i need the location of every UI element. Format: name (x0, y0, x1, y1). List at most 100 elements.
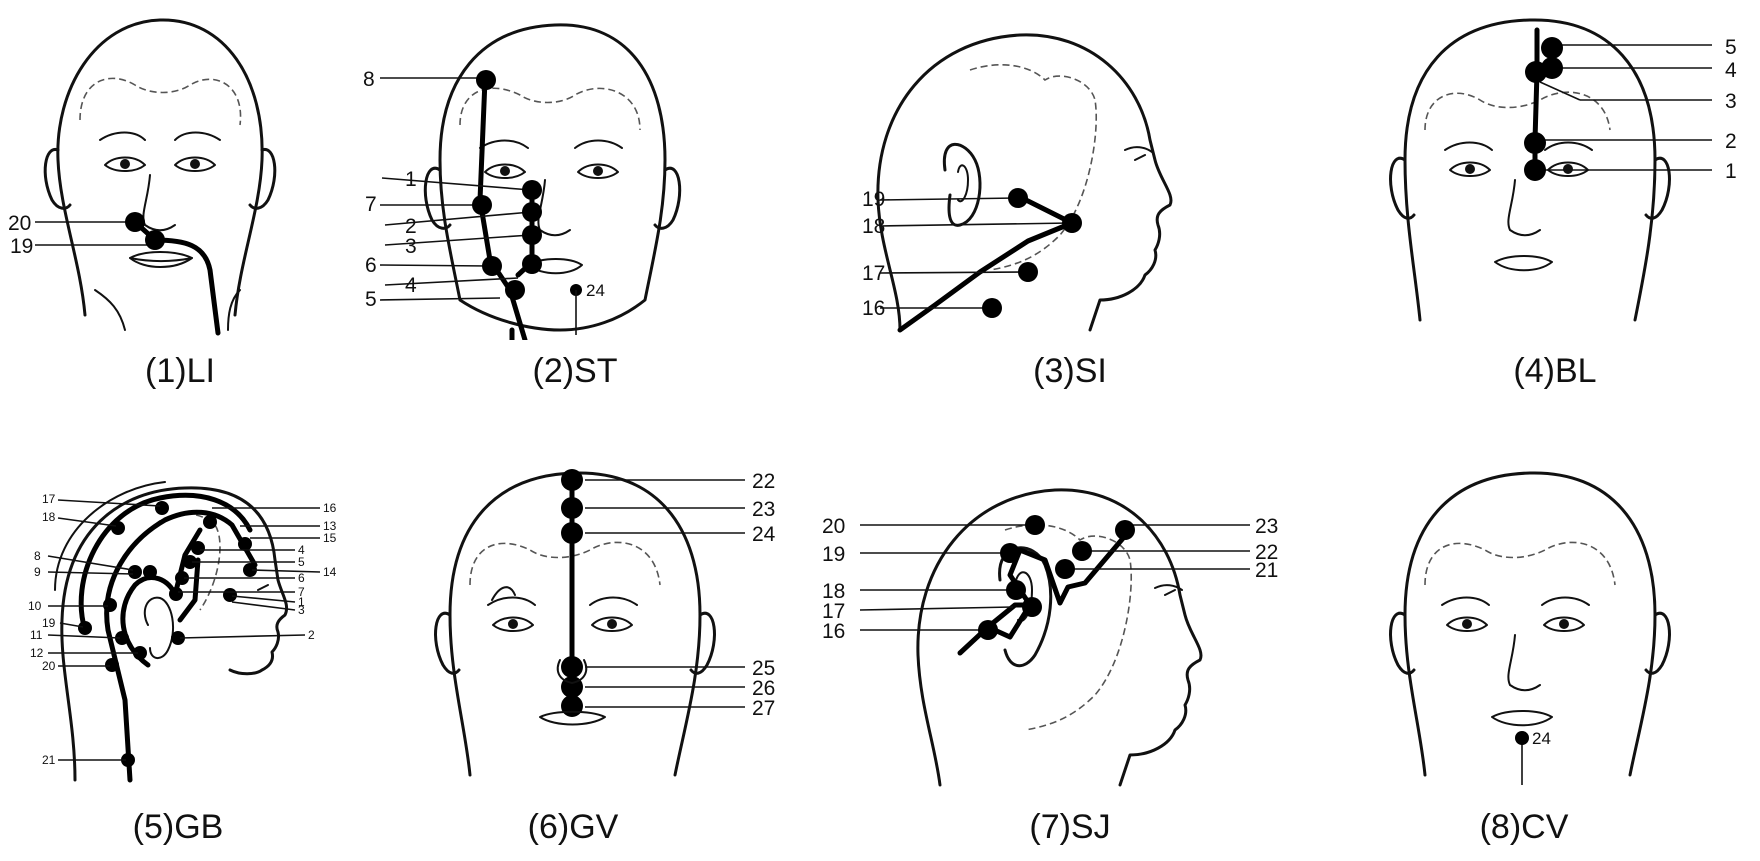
point-label: 23 (752, 498, 775, 521)
acupoint-marker (1025, 515, 1045, 535)
leader-line (384, 234, 532, 246)
point-label: 20 (822, 515, 845, 538)
acupoint-marker (561, 469, 583, 491)
panel-caption-si: (3)SI (1033, 352, 1107, 390)
panel-caption-li: (1)LI (145, 352, 215, 390)
acupoint-marker (145, 230, 165, 250)
acupoint-marker (1000, 543, 1020, 563)
point-label: 13 (323, 519, 337, 533)
point-label: 16 (862, 297, 885, 320)
point-label: 8 (34, 549, 41, 563)
panel-caption-bl: (4)BL (1513, 352, 1597, 390)
side-head-icon (916, 488, 1203, 787)
acupoint-marker (1022, 597, 1042, 617)
point-label: 3 (405, 235, 417, 258)
leader-line (859, 606, 1014, 611)
acupoint-marker (1524, 132, 1546, 154)
point-label: 11 (30, 628, 43, 642)
leader-line (384, 277, 519, 286)
gb-leader-lines (47, 499, 321, 761)
acupoint-marker (982, 298, 1002, 318)
gb-acupoints (78, 501, 257, 767)
acupoint-marker (978, 620, 998, 640)
leader-line (879, 222, 1072, 227)
acupoint-marker (1008, 188, 1028, 208)
point-label: 4 (298, 543, 305, 557)
point-label: 5 (365, 288, 377, 311)
acupoint-marker (1006, 580, 1026, 600)
point-label: 3 (298, 603, 305, 617)
leader-line (384, 211, 532, 226)
leader-line (879, 271, 1028, 274)
point-label: 6 (298, 571, 305, 585)
point-label: 1 (1725, 160, 1737, 183)
point-label: 21 (1255, 559, 1278, 582)
leader-line (379, 297, 501, 301)
acupoint-marker (1055, 559, 1075, 579)
point-label: 7 (365, 193, 377, 216)
point-label: 2 (405, 215, 417, 238)
front-head-icon (423, 23, 682, 332)
panel-li-illustration: 20 19 (8, 18, 277, 336)
point-label: 2 (1725, 130, 1737, 153)
point-label: 17 (42, 492, 56, 506)
acupoint-marker (522, 180, 542, 200)
point-label: 18 (42, 510, 56, 524)
acupoint-marker (476, 70, 496, 90)
point-label: 21 (42, 753, 56, 767)
acupoint-marker (561, 497, 583, 519)
point-label: 2 (308, 628, 315, 642)
point-label: 7 (298, 585, 305, 599)
point-label: 20 (8, 212, 31, 235)
point-label: 25 (752, 657, 775, 680)
point-label: 4 (1725, 59, 1737, 82)
acupoint-marker (1524, 159, 1546, 181)
acupoint-marker (561, 656, 583, 678)
point-label: 6 (365, 254, 377, 277)
acupoint-marker (472, 195, 492, 215)
point-label: 19 (10, 235, 33, 258)
point-label: 26 (752, 677, 775, 700)
point-label: 5 (298, 555, 305, 569)
point-label: 14 (323, 565, 337, 579)
point-label: 19 (862, 188, 885, 211)
point-label: 10 (28, 599, 42, 613)
point-label: 15 (323, 531, 337, 545)
panel-caption-sj: (7)SJ (1029, 808, 1111, 846)
point-label: 5 (1725, 36, 1737, 59)
panel-caption-st: (2)ST (532, 352, 618, 390)
acupoint-marker (1062, 213, 1082, 233)
point-label: 24 (586, 281, 605, 300)
acupoint-marker (1072, 541, 1092, 561)
acupoint-marker (522, 254, 542, 274)
point-label: 8 (363, 68, 375, 91)
panel-si-illustration: 19 18 17 16 (862, 33, 1173, 333)
point-label: 20 (42, 659, 56, 673)
point-label: 18 (822, 580, 845, 603)
front-head-icon (43, 18, 277, 331)
point-label: 12 (30, 646, 44, 660)
side-head-icon (54, 481, 289, 782)
point-label: 19 (42, 616, 56, 630)
panel-st-illustration: 8 1 7 2 3 6 4 5 24 (363, 23, 682, 340)
acupoint-marker (522, 202, 542, 222)
acupoint-marker (1515, 731, 1529, 745)
leader-line (879, 197, 1018, 201)
side-head-icon (876, 33, 1173, 332)
acupoint-marker (1018, 262, 1038, 282)
panel-gv-illustration: 22 23 24 25 26 27 (434, 469, 776, 777)
panel-caption-cv: (8)CV (1479, 808, 1569, 846)
acupoint-marker (561, 522, 583, 544)
point-label: 22 (1255, 541, 1278, 564)
panel-caption-gv: (6)GV (527, 808, 619, 846)
point-label: 9 (34, 565, 41, 579)
leader-line (1539, 81, 1581, 101)
point-label: 23 (1255, 515, 1278, 538)
point-label: 17 (862, 262, 885, 285)
point-label: 16 (822, 620, 845, 643)
front-head-icon (1389, 18, 1671, 322)
point-label: 3 (1725, 90, 1737, 113)
point-label: 22 (752, 470, 775, 493)
face-lower-icon (539, 659, 606, 726)
acupoint-marker (125, 212, 145, 232)
